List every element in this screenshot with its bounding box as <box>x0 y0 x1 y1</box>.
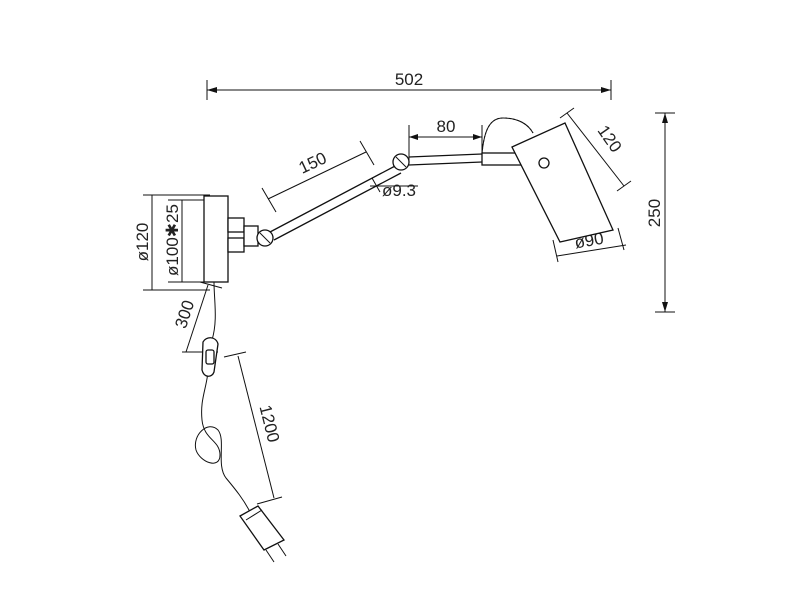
mount-bracket <box>227 217 259 253</box>
shade-cable-loop <box>481 117 534 155</box>
arm-diameter-label: ø9.3 <box>382 181 416 200</box>
plate-diameter-label: ø120 <box>133 223 152 262</box>
wall-plate <box>203 195 229 283</box>
shade-offset-label: 80 <box>437 117 456 136</box>
arm-length-dimension: 150 <box>261 140 375 213</box>
shade-offset-dimension: 80 <box>408 117 483 160</box>
arm-length-label: 150 <box>296 148 330 177</box>
overall-width-label: 502 <box>395 70 423 89</box>
arm-diameter-dimension: ø9.3 <box>370 177 418 200</box>
overall-width-dimension: 502 <box>206 70 612 100</box>
plate-inner-dimension: ø100✱25 <box>163 199 210 283</box>
overall-height-dimension: 250 <box>645 112 675 313</box>
shade-length-label: 120 <box>594 122 626 156</box>
power-cable <box>194 281 251 513</box>
lamp-shade <box>511 122 614 243</box>
upper-joint <box>392 153 410 171</box>
lower-joint <box>256 229 274 247</box>
overall-height-label: 250 <box>645 199 664 227</box>
plate-diameter-dimension: ø120 <box>133 194 210 291</box>
plate-inner-label: ø100✱25 <box>163 204 182 276</box>
lower-arm <box>269 164 402 241</box>
cable-plug-dimension: 1200 <box>223 351 284 505</box>
cable-plug-label: 1200 <box>256 403 284 444</box>
power-plug <box>239 505 287 563</box>
shade-length-dimension: 120 <box>559 107 632 192</box>
inline-switch <box>201 337 219 377</box>
